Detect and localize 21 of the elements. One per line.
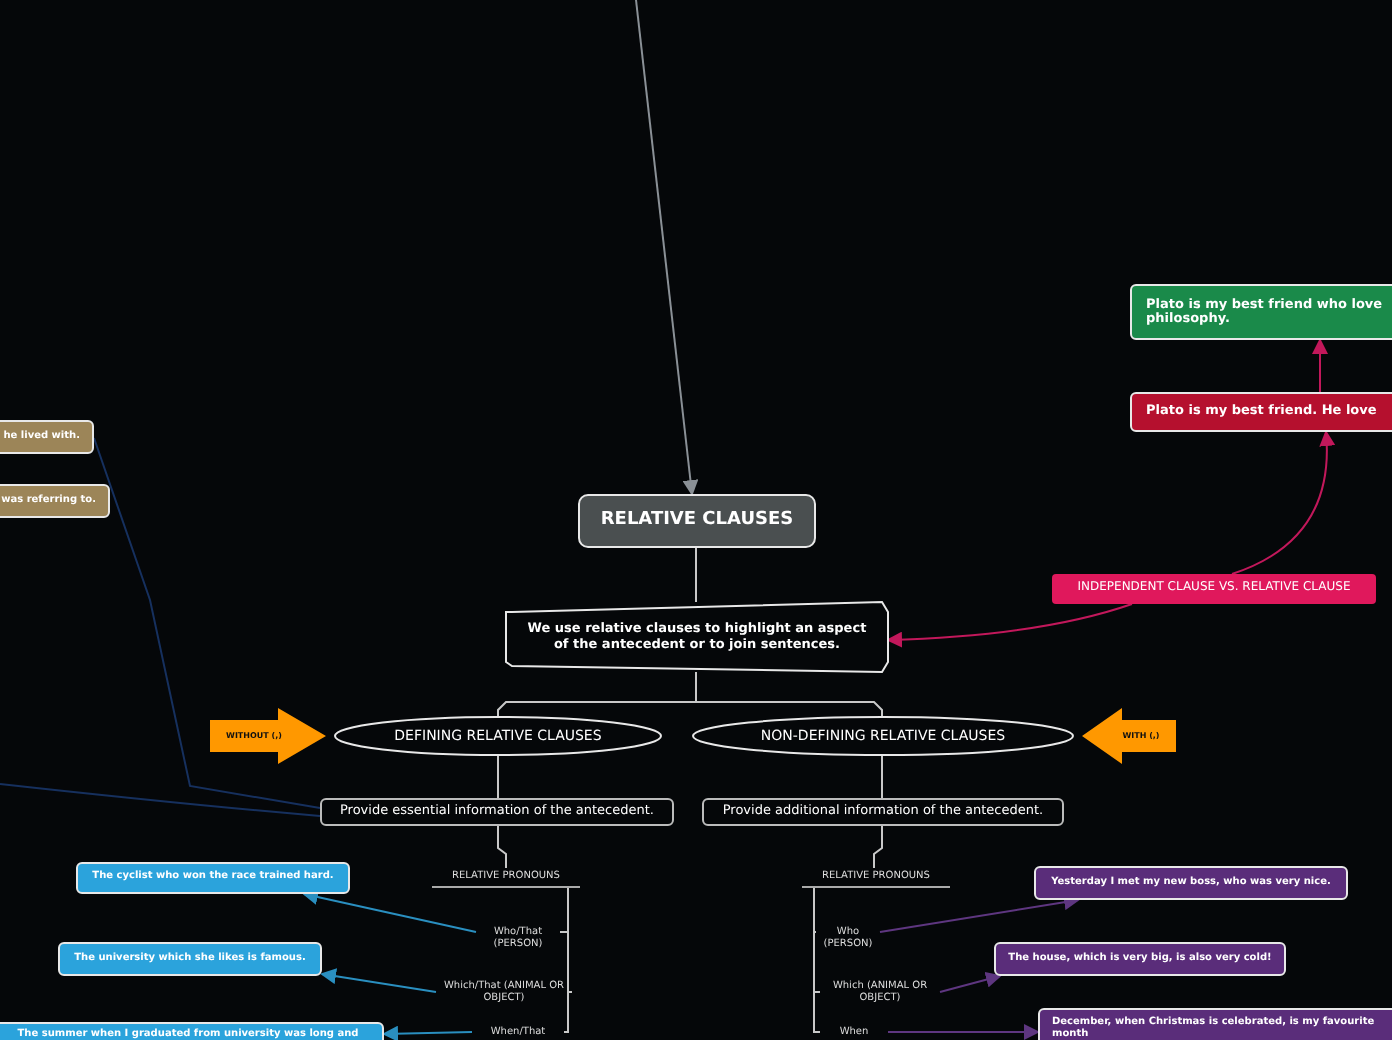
arrow — [320, 968, 437, 993]
connector-line — [813, 887, 821, 1033]
arrow — [382, 1025, 473, 1040]
connector-line — [873, 825, 883, 869]
arrow — [886, 603, 1133, 648]
connector-line — [695, 671, 883, 717]
arrow — [879, 894, 1080, 933]
connector-line — [695, 547, 697, 603]
arrow — [302, 889, 477, 933]
arrow — [887, 1024, 1040, 1040]
connector-line — [93, 437, 321, 809]
arrow — [635, 0, 699, 496]
connector-line — [497, 755, 499, 799]
connector-line — [881, 755, 883, 799]
arrow — [939, 971, 1002, 993]
arrow — [1312, 338, 1328, 393]
arrow — [1231, 430, 1335, 575]
connector-line — [563, 887, 569, 1033]
topic-box: RELATIVE CLAUSES — [578, 494, 816, 548]
connector-line — [0, 783, 321, 817]
connector-line — [497, 825, 507, 869]
